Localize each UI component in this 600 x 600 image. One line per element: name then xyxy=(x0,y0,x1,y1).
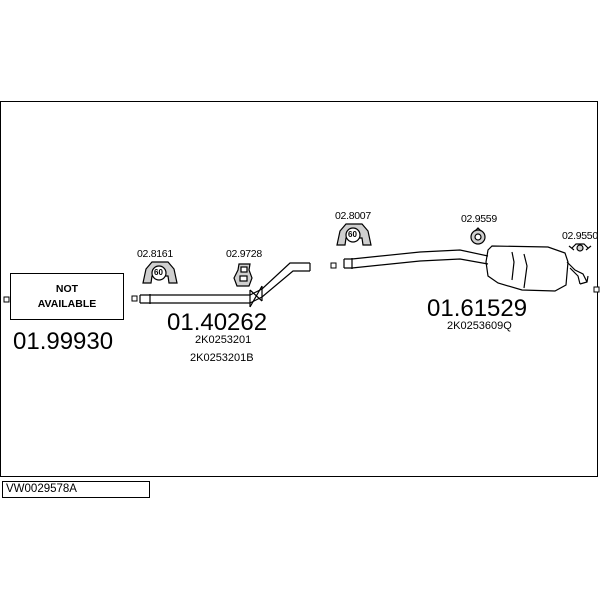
part-number-rear-silencer: 01.61529 xyxy=(427,295,528,322)
middle-pipe-drawing xyxy=(139,262,311,308)
rear-silencer-drawing xyxy=(343,245,589,292)
hanger-icon-3 xyxy=(568,243,592,252)
fitting-label-clamp-1: 02.8161 xyxy=(137,248,173,260)
not-available-box: NOT AVAILABLE xyxy=(10,273,124,320)
fitting-label-hanger-1: 02.9728 xyxy=(226,248,262,260)
clamp-icon-2 xyxy=(336,223,372,246)
connector-square-right xyxy=(593,286,600,293)
connector-square-left xyxy=(3,296,10,303)
clamp-icon-1 xyxy=(142,261,178,284)
oem-number-middle-pipe-2: 2K0253201B xyxy=(190,352,254,364)
connector-square-1 xyxy=(131,295,138,302)
clamp-size-label-1: 60 xyxy=(154,268,163,277)
part-number-middle-pipe: 01.40262 xyxy=(167,309,268,336)
hanger-icon-2 xyxy=(470,227,486,245)
reference-code-box: VW0029578A xyxy=(2,481,150,498)
oem-number-middle-pipe-1: 2K0253201 xyxy=(195,334,252,346)
reference-code: VW0029578A xyxy=(6,483,77,495)
not-available-line-1: NOT xyxy=(55,282,79,295)
fitting-label-clamp-2: 02.8007 xyxy=(335,210,371,222)
oem-number-rear-silencer: 2K0253609Q xyxy=(447,320,512,332)
not-available-line-2: AVAILABLE xyxy=(37,297,97,310)
part-number-front-pipe: 01.99930 xyxy=(13,328,114,355)
connector-square-2 xyxy=(330,262,337,269)
clamp-size-label-2: 60 xyxy=(348,230,357,239)
fitting-label-hanger-3: 02.9550 xyxy=(562,230,598,242)
hanger-icon-1 xyxy=(233,263,253,287)
fitting-label-hanger-2: 02.9559 xyxy=(461,213,497,225)
